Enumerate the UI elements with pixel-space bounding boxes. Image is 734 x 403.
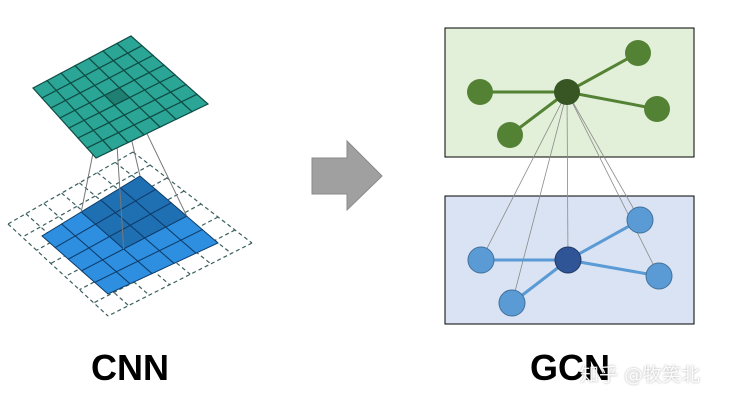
aggregation-line — [566, 91, 641, 221]
dashed-grid-line — [107, 242, 253, 317]
output-graph-nodes — [467, 40, 670, 148]
output-graph-node — [625, 40, 651, 66]
dashed-grid-line — [7, 223, 109, 317]
gcn-caption: GCN — [530, 347, 610, 388]
dashed-grid-line — [21, 164, 151, 238]
input-graph-edge — [567, 258, 660, 278]
graph-aggregation-lines — [480, 91, 660, 304]
input-graph-node — [467, 246, 495, 274]
output-feature-grid — [32, 35, 210, 159]
output-graph-node — [644, 96, 670, 122]
output-grid-cell — [86, 139, 113, 159]
output-graph-node — [497, 122, 523, 148]
dashed-grid-line — [7, 151, 134, 225]
gcn-illustration — [444, 27, 695, 325]
input-graph-nodes — [467, 206, 673, 317]
right-arrow-shape — [311, 139, 383, 212]
aggregation-line — [566, 91, 660, 277]
output-graph-edge — [566, 90, 658, 111]
input-graph-node — [626, 206, 654, 234]
aggregation-line — [511, 91, 568, 304]
input-graph-node — [645, 262, 673, 290]
input-graph-node — [498, 289, 526, 317]
output-graph-center-node — [554, 79, 580, 105]
cnn-caption: CNN — [91, 347, 169, 388]
watermark-text: 知乎 @牧笑北 — [580, 364, 701, 386]
dashed-grid-line — [132, 151, 253, 244]
output-graph-node — [467, 79, 493, 105]
cnn-illustration — [7, 35, 253, 317]
aggregation-line — [566, 91, 569, 261]
aggregation-line — [480, 91, 568, 261]
input-grid-cell — [93, 271, 131, 295]
input-feature-grid — [41, 175, 219, 295]
dashed-grid-line — [43, 202, 150, 296]
output-graph-edge — [566, 51, 639, 94]
input-graph-edge — [567, 218, 641, 262]
input-graph-center-node — [554, 246, 582, 274]
transform-arrow-icon — [311, 139, 383, 212]
